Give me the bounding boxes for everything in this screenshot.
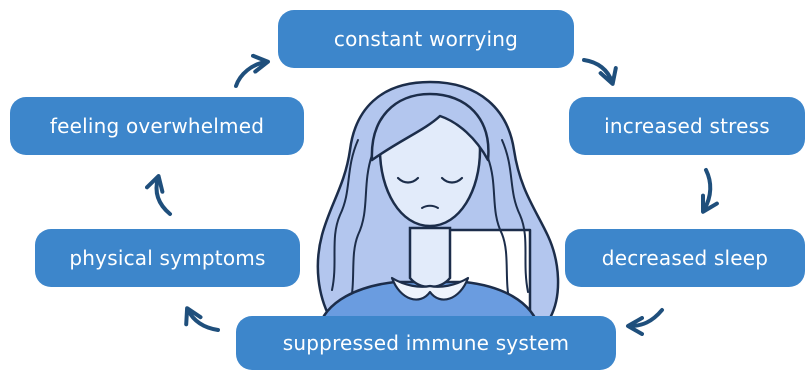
arrow-bottom-to-left2 xyxy=(188,310,218,330)
arrow-left1-to-top xyxy=(236,62,266,86)
arrow-right2-to-bottom xyxy=(630,310,662,326)
arrow-top-to-right1 xyxy=(584,60,612,82)
node-label: constant worrying xyxy=(334,27,518,51)
node-label: increased stress xyxy=(604,114,770,138)
node-label: suppressed immune system xyxy=(283,331,569,355)
node-label: physical symptoms xyxy=(69,246,265,270)
node-label: feeling overwhelmed xyxy=(50,114,264,138)
node-physical-symptoms: physical symptoms xyxy=(35,229,300,287)
node-constant-worrying: constant worrying xyxy=(278,10,574,68)
node-suppressed-immune-system: suppressed immune system xyxy=(236,316,616,370)
node-increased-stress: increased stress xyxy=(569,97,805,155)
node-label: decreased sleep xyxy=(602,246,768,270)
arrow-right1-to-right2 xyxy=(704,170,710,210)
node-decreased-sleep: decreased sleep xyxy=(565,229,805,287)
node-feeling-overwhelmed: feeling overwhelmed xyxy=(10,97,304,155)
arrow-left2-to-left1 xyxy=(157,178,171,214)
